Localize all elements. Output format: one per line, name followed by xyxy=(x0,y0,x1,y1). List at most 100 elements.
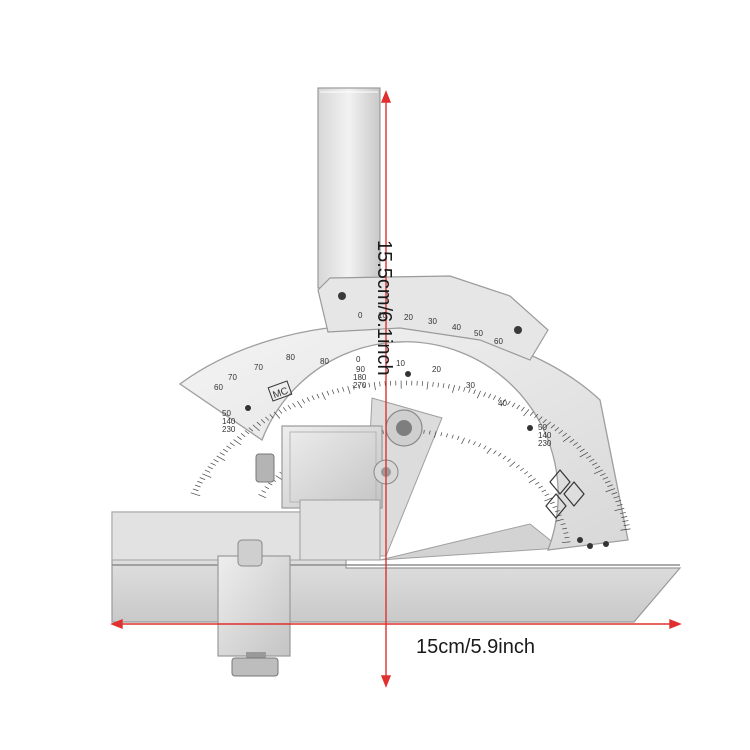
scale-tick xyxy=(516,404,521,410)
scale-tick xyxy=(593,469,603,475)
scale-tick xyxy=(622,520,629,522)
scale-tick xyxy=(352,384,355,390)
scale-number: 50 xyxy=(538,423,547,432)
scale-tick xyxy=(357,384,360,389)
scale-tick xyxy=(576,445,582,449)
scale-tick xyxy=(502,455,507,460)
scale-tick xyxy=(368,382,371,388)
scale-tick xyxy=(222,448,229,453)
scale-tick xyxy=(507,458,511,463)
scale-tick xyxy=(260,419,266,424)
scale-tick xyxy=(194,484,201,488)
scale-tick xyxy=(562,527,568,530)
scale-tick xyxy=(273,411,281,419)
scale-tick xyxy=(619,512,626,514)
scale-tick xyxy=(498,452,502,457)
scale-tick xyxy=(554,427,560,432)
scale-tick xyxy=(538,416,543,421)
scale-tick xyxy=(275,475,283,481)
scale-tick xyxy=(306,397,310,402)
scale-number: 90 xyxy=(356,365,365,374)
scale-tick xyxy=(434,431,437,438)
arc-screws xyxy=(245,371,609,549)
scale-tick xyxy=(535,481,540,485)
scale-tick xyxy=(488,393,492,399)
scale-number: 270 xyxy=(353,381,367,390)
scale-tick xyxy=(287,404,292,410)
scale-tick xyxy=(524,471,529,475)
scale-tick xyxy=(602,476,609,480)
screw-icon xyxy=(338,292,346,300)
scale-tick xyxy=(264,486,270,490)
scale-tick xyxy=(311,395,315,401)
scale-tick xyxy=(216,455,226,461)
scale-tick xyxy=(326,390,330,396)
scale-number: 40 xyxy=(498,399,507,408)
width-dimension-label: 15cm/5.9inch xyxy=(416,636,535,658)
scale-tick xyxy=(473,389,476,395)
scale-tick xyxy=(451,434,454,439)
scale-tick xyxy=(600,473,606,477)
scale-tick xyxy=(467,439,471,444)
scale-tick xyxy=(607,484,613,488)
scale-tick xyxy=(440,432,443,437)
scale-tick xyxy=(520,467,525,472)
scale-tick xyxy=(379,381,381,387)
brand-mark: MC xyxy=(271,386,289,402)
scale-tick xyxy=(373,382,376,391)
scale-tick xyxy=(297,400,303,409)
scale-tick xyxy=(363,383,365,389)
scale-tick xyxy=(623,524,630,526)
scale-tick xyxy=(544,497,553,502)
scale-tick xyxy=(507,400,511,406)
scale-tick xyxy=(219,452,225,456)
base-slider xyxy=(217,539,291,677)
scale-tick xyxy=(562,432,567,437)
scale-number: 70 xyxy=(254,363,263,372)
knurled-knob-icon xyxy=(255,453,275,483)
scale-number: 10 xyxy=(378,311,387,320)
scale-tick xyxy=(509,461,516,467)
scale-tick xyxy=(538,485,543,489)
scale-number: 40 xyxy=(452,323,461,332)
pivot-knob-icon xyxy=(385,409,423,447)
scale-tick xyxy=(442,383,445,389)
scale-number: 80 xyxy=(286,353,295,362)
scale-number: 230 xyxy=(538,439,552,448)
scale-number: 10 xyxy=(396,359,405,368)
scale-tick xyxy=(615,500,622,503)
scale-tick xyxy=(265,416,270,421)
scale-tick xyxy=(321,392,326,400)
scale-tick xyxy=(342,387,345,392)
scale-tick xyxy=(429,430,431,435)
height-dimension-line xyxy=(380,90,392,688)
scale-tick xyxy=(621,516,628,518)
height-dimension-label: 15.5cm/6.1inch xyxy=(373,240,395,376)
brand-logo: MC xyxy=(267,380,293,402)
scale-tick xyxy=(446,433,448,438)
scale-tick xyxy=(336,388,340,393)
scale-tick xyxy=(561,541,571,544)
scale-tick xyxy=(258,494,267,499)
scale-tick xyxy=(543,421,551,429)
scale-tick xyxy=(269,414,274,419)
scale-tick xyxy=(437,382,440,388)
scale-tick xyxy=(347,385,351,394)
scale-number: 140 xyxy=(538,431,552,440)
screw-icon xyxy=(587,543,593,549)
scale-tick xyxy=(589,458,595,463)
scale-tick xyxy=(213,459,219,463)
scale-tick xyxy=(210,462,216,466)
scale-tick xyxy=(562,435,571,442)
scale-tick xyxy=(432,382,434,387)
scale-tick xyxy=(197,480,203,484)
scale-tick xyxy=(301,398,306,404)
scale-tick xyxy=(483,392,486,397)
scale-tick xyxy=(497,397,501,402)
scale-tick xyxy=(611,492,618,495)
scale-tick xyxy=(244,430,250,435)
scale-tick xyxy=(579,448,585,453)
scale-tick xyxy=(544,493,550,497)
scale-tick xyxy=(550,424,556,429)
scale-tick xyxy=(616,504,623,507)
